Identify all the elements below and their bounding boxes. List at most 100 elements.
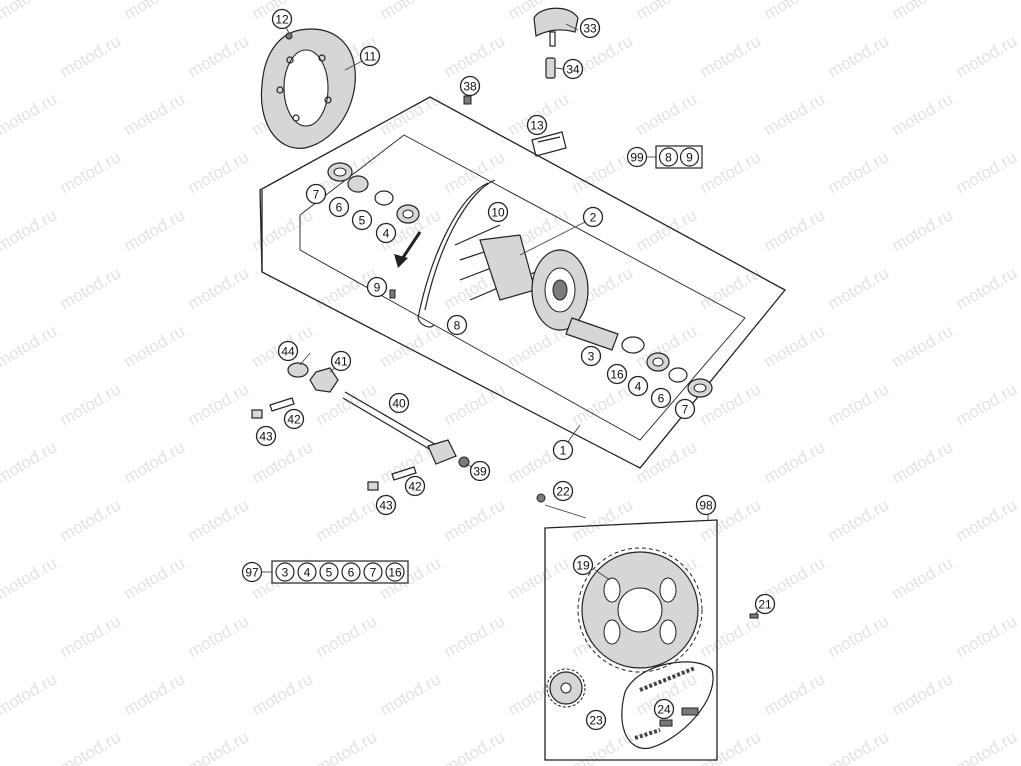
callout-label: 16 (610, 368, 624, 382)
callout-circle (277, 340, 299, 362)
watermark-text: motod.ru (825, 263, 893, 313)
callout-22: 22 (552, 480, 574, 502)
callout-circle (754, 593, 776, 615)
watermark-text: motod.ru (697, 611, 765, 661)
watermark-text: motod.ru (953, 727, 1021, 766)
callout-label: 43 (259, 430, 273, 444)
callout-circle (366, 276, 388, 298)
callout-circle (283, 408, 305, 430)
watermark-text: motod.ru (313, 495, 381, 545)
callout-circle (446, 314, 468, 336)
callout-circle (606, 363, 628, 385)
callout-label: 38 (463, 80, 477, 94)
watermark-text: motod.ru (121, 0, 189, 23)
sprocket-nut (536, 493, 546, 503)
watermark-text: motod.ru (633, 89, 701, 139)
watermark-text: motod.ru (57, 495, 125, 545)
watermark-text: motod.ru (313, 727, 381, 766)
callout-label: 6 (658, 392, 665, 406)
watermark-text: motod.ru (0, 321, 60, 371)
callout-circle (330, 350, 352, 372)
callout-circle (255, 425, 277, 447)
callout-circle (580, 345, 602, 367)
watermark-text: motod.ru (761, 89, 829, 139)
callout-circle (305, 183, 327, 205)
callout-10: 10 (487, 201, 509, 223)
callout-circle (653, 698, 675, 720)
watermark-text: motod.ru (121, 205, 189, 255)
callout-24: 24 (653, 698, 675, 720)
watermark-text: motod.ru (761, 205, 829, 255)
kit-member-label: 3 (282, 566, 289, 580)
watermark-text: motod.ru (1017, 321, 1021, 371)
callout-19: 19 (572, 554, 594, 576)
kit-number-label: 97 (245, 566, 259, 580)
callout-label: 13 (530, 119, 544, 133)
callout-9: 9 (366, 276, 388, 298)
callout-label: 7 (682, 403, 689, 417)
sprocket-kit-frame (544, 519, 718, 761)
watermark-text: motod.ru (441, 611, 509, 661)
rear-sprocket (577, 547, 703, 673)
watermark-text: motod.ru (57, 379, 125, 429)
callout-circle (404, 475, 426, 497)
callout-11: 11 (359, 45, 381, 67)
callout-7a: 7 (305, 183, 327, 205)
watermark-text: motod.ru (1017, 0, 1021, 23)
watermark-text: motod.ru (121, 89, 189, 139)
callout-label: 8 (454, 319, 461, 333)
callout-label: 12 (275, 13, 289, 27)
watermark-text: motod.ru (953, 147, 1021, 197)
watermark-text: motod.ru (1017, 205, 1021, 255)
callout-circle (459, 75, 481, 97)
watermark-text: motod.ru (0, 437, 60, 487)
callout-13: 13 (526, 114, 548, 136)
watermark-text: motod.ru (0, 205, 60, 255)
callout-21: 21 (754, 593, 776, 615)
callout-2: 2 (582, 206, 604, 228)
watermark-text: motod.ru (889, 321, 957, 371)
watermark-text: motod.ru (889, 205, 957, 255)
watermark-text: motod.ru (0, 553, 60, 603)
kit-member-circle (341, 562, 361, 582)
kit-member-circle (363, 562, 383, 582)
watermark-text: motod.ru (0, 669, 60, 719)
callout-43a: 43 (255, 425, 277, 447)
brake-disc (260, 28, 356, 149)
lock-nut (287, 362, 309, 378)
watermark-text: motod.ru (825, 31, 893, 81)
callout-12: 12 (271, 8, 293, 30)
callout-circle (526, 114, 548, 136)
watermark-text: motod.ru (825, 147, 893, 197)
callout-38: 38 (459, 75, 481, 97)
chain-adjuster-left (251, 397, 295, 419)
watermark-text: motod.ru (697, 147, 765, 197)
callout-label: 11 (364, 50, 377, 64)
axle-bolt (458, 456, 470, 468)
callout-circle (562, 58, 584, 80)
rim-tape (531, 131, 567, 157)
callout-5: 5 (351, 209, 373, 231)
callout-1: 1 (552, 439, 574, 461)
kit-member-label: 5 (326, 566, 333, 580)
watermark-text: motod.ru (1017, 89, 1021, 139)
watermark-text: motod.ru (633, 437, 701, 487)
watermark-text: motod.ru (761, 437, 829, 487)
watermark-text: motod.ru (185, 611, 253, 661)
callout-label: 10 (491, 206, 505, 220)
watermark-text: motod.ru (441, 495, 509, 545)
watermark-text: motod.ru (1017, 437, 1021, 487)
watermark-text: motod.ru (761, 669, 829, 719)
watermark-text: motod.ru (953, 31, 1021, 81)
watermark-text: motod.ru (441, 727, 509, 766)
callout-circle (375, 494, 397, 516)
kit-member-label: 6 (348, 566, 355, 580)
callout-4a: 4 (375, 222, 397, 244)
callout-label: 41 (334, 355, 348, 369)
watermark-text: motod.ru (185, 31, 253, 81)
callout-label: 3 (588, 350, 595, 364)
drive-chain (621, 661, 714, 750)
watermark-text: motod.ru (825, 727, 893, 766)
